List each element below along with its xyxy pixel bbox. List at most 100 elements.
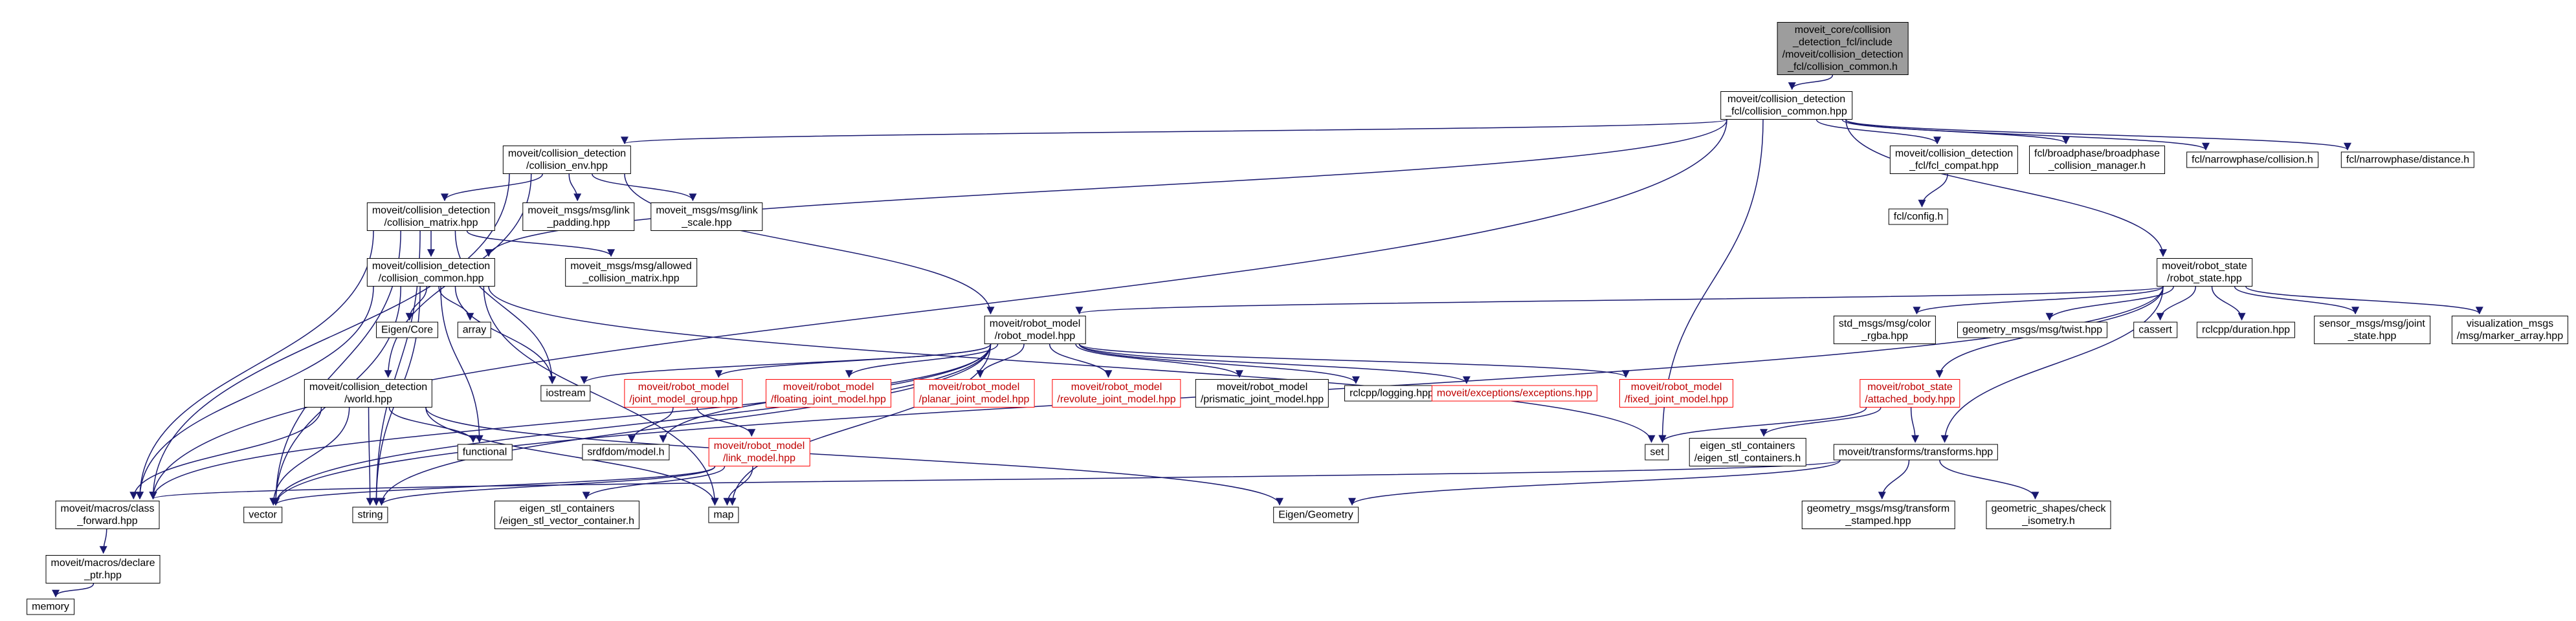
- graph-edge-n17-n33: [1078, 343, 1630, 378]
- graph-node-fcl-narrowphase-collision-h[interactable]: fcl/narrowphase/collision.h: [2186, 151, 2318, 168]
- graph-node-map[interactable]: map: [708, 507, 739, 523]
- graph-node-label: _detection_fcl/include: [1793, 37, 1893, 48]
- graph-node-label: map: [713, 509, 734, 521]
- graph-node-moveit-msgs-msg-link-scale-hpp[interactable]: moveit_msgs/msg/link_scale.hpp: [650, 202, 763, 231]
- graph-edge-n12-n41: [136, 286, 374, 500]
- graph-node-array[interactable]: array: [457, 321, 492, 338]
- graph-node-moveit-robot-model-planar-joint-model-hpp[interactable]: moveit/robot_model/planar_joint_model.hp…: [913, 379, 1035, 408]
- graph-node-moveit-collision-detection-fcl-fcl-compat-hpp[interactable]: moveit/collision_detection_fcl/fcl_compa…: [1889, 146, 2019, 174]
- graph-node-moveit-core-collision-detection-fcl-include-moveit-collision-detection-fcl-collision-common-h[interactable]: moveit_core/collision_detection_fcl/incl…: [1777, 22, 1909, 75]
- graph-node-label: sensor_msgs/msg/joint: [2319, 318, 2425, 329]
- graph-edge-n17-n45: [728, 343, 992, 506]
- graph-node-fcl-config-h[interactable]: fcl/config.h: [1888, 208, 1949, 225]
- graph-node-eigen-core[interactable]: Eigen/Core: [375, 321, 439, 338]
- graph-edge-n2-n12: [485, 119, 1727, 257]
- graph-node-label: visualization_msgs: [2466, 318, 2554, 329]
- graph-node-moveit-robot-model-link-model-hpp[interactable]: moveit/robot_model/link_model.hpp: [708, 438, 810, 466]
- graph-node-label: vector: [249, 509, 277, 521]
- graph-node-geometry-msgs-msg-transform-stamped-hpp[interactable]: geometry_msgs/msg/transform_stamped.hpp: [1801, 501, 1955, 529]
- graph-node-moveit-collision-detection-collision-matrix-hpp[interactable]: moveit/collision_detection/collision_mat…: [366, 202, 496, 231]
- graph-node-moveit-robot-model-fixed-joint-model-hpp[interactable]: moveit/robot_model/fixed_joint_model.hpp: [1619, 379, 1734, 408]
- graph-node-geometric-shapes-check-isometry-h[interactable]: geometric_shapes/check_isometry.h: [1986, 501, 2111, 529]
- graph-node-label: moveit/collision_detection: [372, 261, 491, 272]
- graph-node-label: rclcpp/duration.hpp: [2201, 324, 2291, 336]
- graph-node-label: /planar_joint_model.hpp: [918, 394, 1030, 405]
- graph-edge-n40-n48: [1939, 460, 2039, 500]
- graph-node-label: moveit/robot_model: [783, 382, 874, 393]
- graph-node-label: _ptr.hpp: [84, 570, 122, 581]
- graph-node-label: srdfdom/model.h: [587, 446, 665, 458]
- graph-node-label: /revolute_joint_model.hpp: [1057, 394, 1176, 405]
- graph-edge-n14-n19: [2045, 286, 2174, 321]
- graph-node-fcl-broadphase-broadphase-collision-manager-h[interactable]: fcl/broadphase/broadphase_collision_mana…: [2029, 146, 2165, 174]
- graph-node-moveit-msgs-msg-allowed-collision-matrix-hpp[interactable]: moveit_msgs/msg/allowed_collision_matrix…: [565, 258, 697, 287]
- graph-node-moveit-collision-detection-collision-common-hpp[interactable]: moveit/collision_detection/collision_com…: [366, 258, 496, 287]
- graph-node-eigen-stl-containers-eigen-stl-vector-container-h[interactable]: eigen_stl_containers/eigen_stl_vector_co…: [494, 501, 640, 529]
- graph-node-label: /fixed_joint_model.hpp: [1624, 394, 1729, 405]
- graph-node-label: _forward.hpp: [77, 516, 138, 527]
- graph-edge-n24-n46: [425, 407, 1283, 506]
- graph-node-moveit-collision-detection-world-hpp[interactable]: moveit/collision_detection/world.hpp: [304, 379, 433, 408]
- graph-edge-n14-n40: [1940, 286, 2164, 443]
- graph-node-label: _fcl/collision_common.h: [1788, 61, 1898, 72]
- graph-edge-n12-n45: [483, 286, 719, 506]
- graph-node-moveit-robot-model-joint-model-group-hpp[interactable]: moveit/robot_model/joint_model_group.hpp: [624, 379, 743, 408]
- graph-edge-n37-n43: [377, 466, 716, 506]
- graph-node-label: moveit/robot_model: [638, 382, 729, 393]
- graph-edge-n40-n47: [1878, 460, 1910, 500]
- graph-node-moveit-exceptions-exceptions-hpp[interactable]: moveit/exceptions/exceptions.hpp: [1431, 385, 1598, 402]
- graph-node-functional[interactable]: functional: [457, 444, 513, 461]
- graph-node-srdfdom-model-h[interactable]: srdfdom/model.h: [582, 444, 670, 461]
- graph-edge-n17-n25: [580, 343, 992, 384]
- graph-node-label: moveit/collision_detection: [1894, 148, 2014, 159]
- graph-node-label: /eigen_stl_vector_container.h: [499, 516, 635, 527]
- graph-node-moveit-collision-detection-collision-env-hpp[interactable]: moveit/collision_detection/collision_env…: [502, 146, 632, 174]
- graph-edge-n17-n29: [1049, 343, 1113, 378]
- graph-node-moveit-robot-model-revolute-joint-model-hpp[interactable]: moveit/robot_model/revolute_joint_model.…: [1052, 379, 1181, 408]
- graph-node-moveit-transforms-transforms-hpp[interactable]: moveit/transforms/transforms.hpp: [1833, 444, 1999, 461]
- graph-edge-n26-n36: [627, 407, 674, 443]
- graph-node-moveit-macros-declare-ptr-hpp[interactable]: moveit/macros/declare_ptr.hpp: [45, 555, 161, 583]
- graph-node-std-msgs-msg-color-rgba-hpp[interactable]: std_msgs/msg/color_rgba.hpp: [1833, 316, 1937, 344]
- graph-edge-n17-n30: [1075, 343, 1243, 378]
- graph-node-moveit-msgs-msg-link-padding-hpp[interactable]: moveit_msgs/msg/link_padding.hpp: [522, 202, 635, 231]
- graph-node-label: /collision_common.hpp: [378, 273, 484, 284]
- graph-node-geometry-msgs-msg-twist-hpp[interactable]: geometry_msgs/msg/twist.hpp: [1957, 321, 2108, 338]
- graph-node-label: memory: [32, 601, 69, 613]
- graph-node-cassert[interactable]: cassert: [2133, 321, 2177, 338]
- graph-edge-n37-n44: [582, 466, 726, 500]
- graph-edge-n34-n39: [1760, 407, 1882, 437]
- graph-edge-n12-n25: [454, 286, 557, 384]
- graph-edge-n24-n45: [425, 407, 719, 506]
- graph-node-iostream[interactable]: iostream: [540, 385, 591, 402]
- graph-node-moveit-robot-state-attached-body-hpp[interactable]: moveit/robot_state/attached_body.hpp: [1860, 379, 1960, 408]
- graph-node-string[interactable]: string: [352, 507, 388, 523]
- graph-node-label: /prismatic_joint_model.hpp: [1200, 394, 1324, 405]
- graph-node-label: _padding.hpp: [547, 217, 610, 228]
- graph-edge-n49-n50: [52, 583, 94, 598]
- graph-edge-n2-n41: [149, 119, 1727, 500]
- graph-node-label: moveit/collision_detection: [309, 382, 428, 393]
- graph-node-memory[interactable]: memory: [27, 598, 74, 615]
- graph-node-moveit-collision-detection-fcl-collision-common-hpp[interactable]: moveit/collision_detection_fcl/collision…: [1720, 91, 1852, 120]
- graph-node-vector[interactable]: vector: [243, 507, 282, 523]
- graph-node-eigen-stl-containers-eigen-stl-containers-h[interactable]: eigen_stl_containers/eigen_stl_container…: [1689, 438, 1806, 466]
- graph-edge-n24-n41: [129, 407, 322, 500]
- graph-node-moveit-robot-model-robot-model-hpp[interactable]: moveit/robot_model/robot_model.hpp: [984, 316, 1086, 344]
- graph-node-set[interactable]: set: [1645, 444, 1669, 461]
- graph-node-rclcpp-logging-hpp[interactable]: rclcpp/logging.hpp: [1344, 385, 1439, 402]
- graph-node-label: /moveit/collision_detection: [1782, 49, 1904, 60]
- graph-node-moveit-robot-model-floating-joint-model-hpp[interactable]: moveit/robot_model/floating_joint_model.…: [766, 379, 891, 408]
- graph-node-moveit-robot-state-robot-state-hpp[interactable]: moveit/robot_state/robot_state.hpp: [2157, 258, 2252, 287]
- graph-node-rclcpp-duration-hpp[interactable]: rclcpp/duration.hpp: [2196, 321, 2296, 338]
- graph-node-eigen-geometry[interactable]: Eigen/Geometry: [1273, 507, 1359, 523]
- graph-node-label: iostream: [546, 387, 586, 399]
- graph-edge-n12-n38: [488, 286, 1656, 443]
- graph-node-moveit-robot-model-prismatic-joint-model-hpp[interactable]: moveit/robot_model/prismatic_joint_model…: [1195, 379, 1329, 408]
- graph-node-sensor-msgs-msg-joint-state-hpp[interactable]: sensor_msgs/msg/joint_state.hpp: [2314, 316, 2430, 344]
- graph-node-label: cassert: [2138, 324, 2172, 336]
- graph-node-moveit-macros-class-forward-hpp[interactable]: moveit/macros/class_forward.hpp: [55, 501, 160, 529]
- graph-node-fcl-narrowphase-distance-h[interactable]: fcl/narrowphase/distance.h: [2340, 151, 2475, 168]
- graph-node-visualization-msgs-msg-marker-array-hpp[interactable]: visualization_msgs/msg/marker_array.hpp: [2451, 316, 2569, 344]
- graph-node-label: _scale.hpp: [682, 217, 732, 228]
